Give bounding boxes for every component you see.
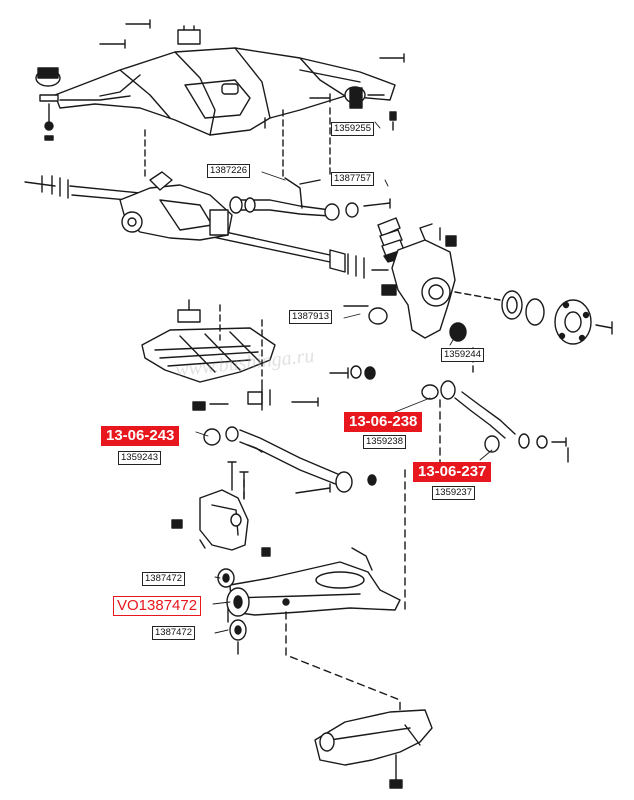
callout-1387472-lower: 1387472 — [152, 626, 195, 640]
callout-1359243: 1359243 — [118, 451, 161, 465]
callout-1387472-upper: 1387472 — [142, 572, 185, 586]
mounting-bracket — [171, 461, 373, 571]
wheel-hub — [454, 290, 613, 345]
part-tag-13-06-238[interactable]: 13-06-238 — [344, 412, 423, 432]
subframe-mount-left — [35, 67, 61, 141]
knuckle-bolts — [343, 227, 474, 373]
callout-1387757: 1387757 — [331, 172, 374, 186]
heat-shield-plate — [141, 299, 276, 383]
callout-1387913: 1387913 — [289, 310, 332, 324]
subframe-mount-right — [344, 86, 397, 131]
shield-mount-bolts — [192, 304, 376, 411]
part-tag-13-06-237[interactable]: 13-06-237 — [413, 462, 492, 482]
lower-trailing-link — [203, 426, 377, 494]
subframe-top-bolts — [99, 19, 405, 129]
callout-1359237: 1359237 — [432, 486, 475, 500]
rear-subframe — [54, 47, 396, 136]
wheel-knuckle — [391, 223, 467, 342]
part-tag-13-06-243[interactable]: 13-06-243 — [101, 426, 180, 446]
callout-1387226: 1387226 — [207, 164, 250, 178]
part-tag-vo1387472[interactable]: VO1387472 — [113, 596, 202, 616]
lower-control-arm — [229, 561, 401, 616]
toe-link — [421, 380, 569, 463]
callout-leader-lines — [195, 121, 493, 634]
vertical-guide-lines — [243, 399, 441, 721]
lower-bracket — [314, 709, 433, 789]
upper-control-link — [229, 177, 391, 221]
callout-1359255: 1359255 — [331, 122, 374, 136]
subframe-drop-lines — [144, 107, 331, 181]
callout-1359238: 1359238 — [363, 435, 406, 449]
lower-arm-bushings — [217, 568, 250, 655]
callout-1359244: 1359244 — [441, 348, 484, 362]
differential-housing — [119, 171, 233, 241]
